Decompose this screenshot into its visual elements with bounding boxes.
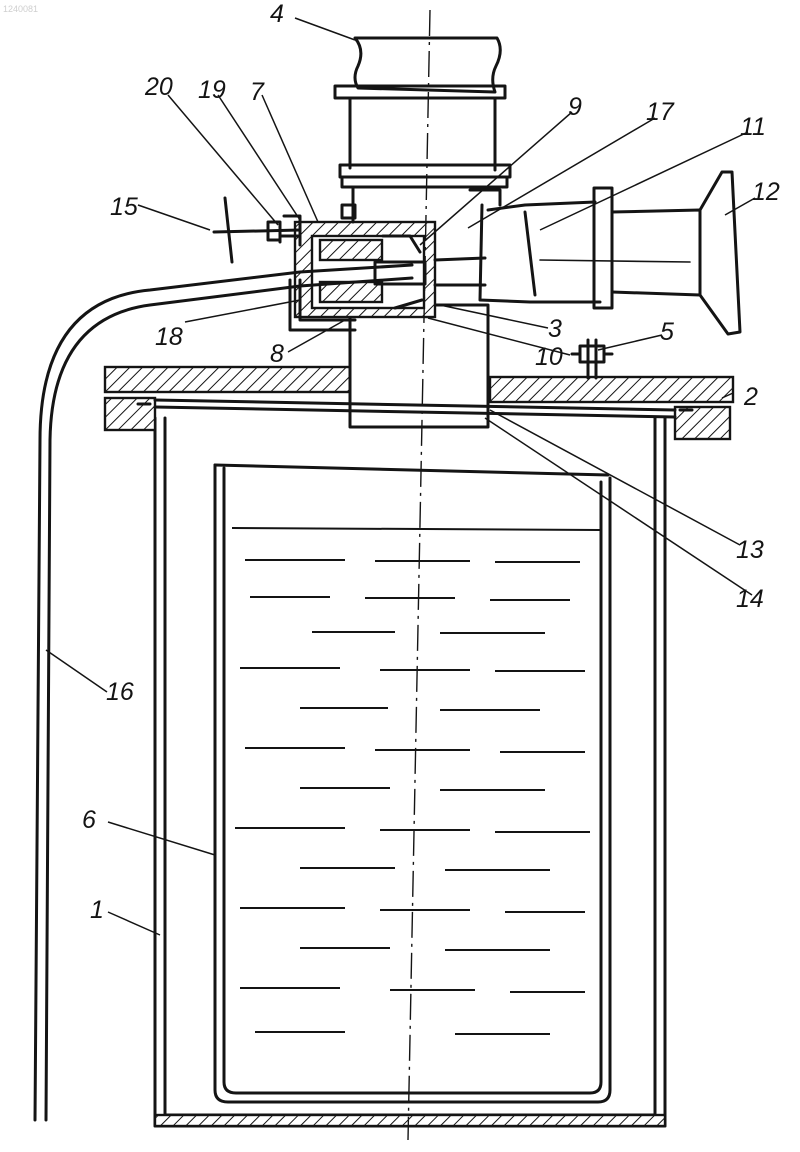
label-16: 16 xyxy=(106,678,134,706)
reference-labels: 4 20 19 7 9 17 11 12 15 18 8 3 10 5 2 13… xyxy=(82,0,780,924)
watermark-text: 1240081 xyxy=(3,4,38,14)
label-10: 10 xyxy=(535,343,563,371)
label-15: 15 xyxy=(110,193,138,221)
label-6: 6 xyxy=(82,806,96,834)
lid-valve xyxy=(572,340,612,378)
label-1: 1 xyxy=(90,896,104,924)
leader-lines xyxy=(46,18,755,935)
label-19: 19 xyxy=(198,76,226,104)
label-11: 11 xyxy=(740,113,766,141)
label-17: 17 xyxy=(646,98,675,126)
label-5: 5 xyxy=(660,318,674,346)
label-7: 7 xyxy=(250,78,265,106)
label-18: 18 xyxy=(155,323,183,351)
label-9: 9 xyxy=(568,93,582,121)
center-axis xyxy=(408,10,430,1140)
label-4: 4 xyxy=(270,0,284,28)
valve-handle xyxy=(214,198,300,262)
label-20: 20 xyxy=(144,73,173,101)
central-neck xyxy=(350,305,488,427)
label-2: 2 xyxy=(743,383,758,411)
label-14: 14 xyxy=(736,585,764,613)
label-13: 13 xyxy=(736,536,764,564)
label-8: 8 xyxy=(270,340,284,368)
side-outlet xyxy=(435,172,740,334)
liquid-lines xyxy=(232,528,600,1034)
label-3: 3 xyxy=(548,315,562,343)
top-nozzle xyxy=(335,38,510,222)
label-12: 12 xyxy=(752,178,780,206)
